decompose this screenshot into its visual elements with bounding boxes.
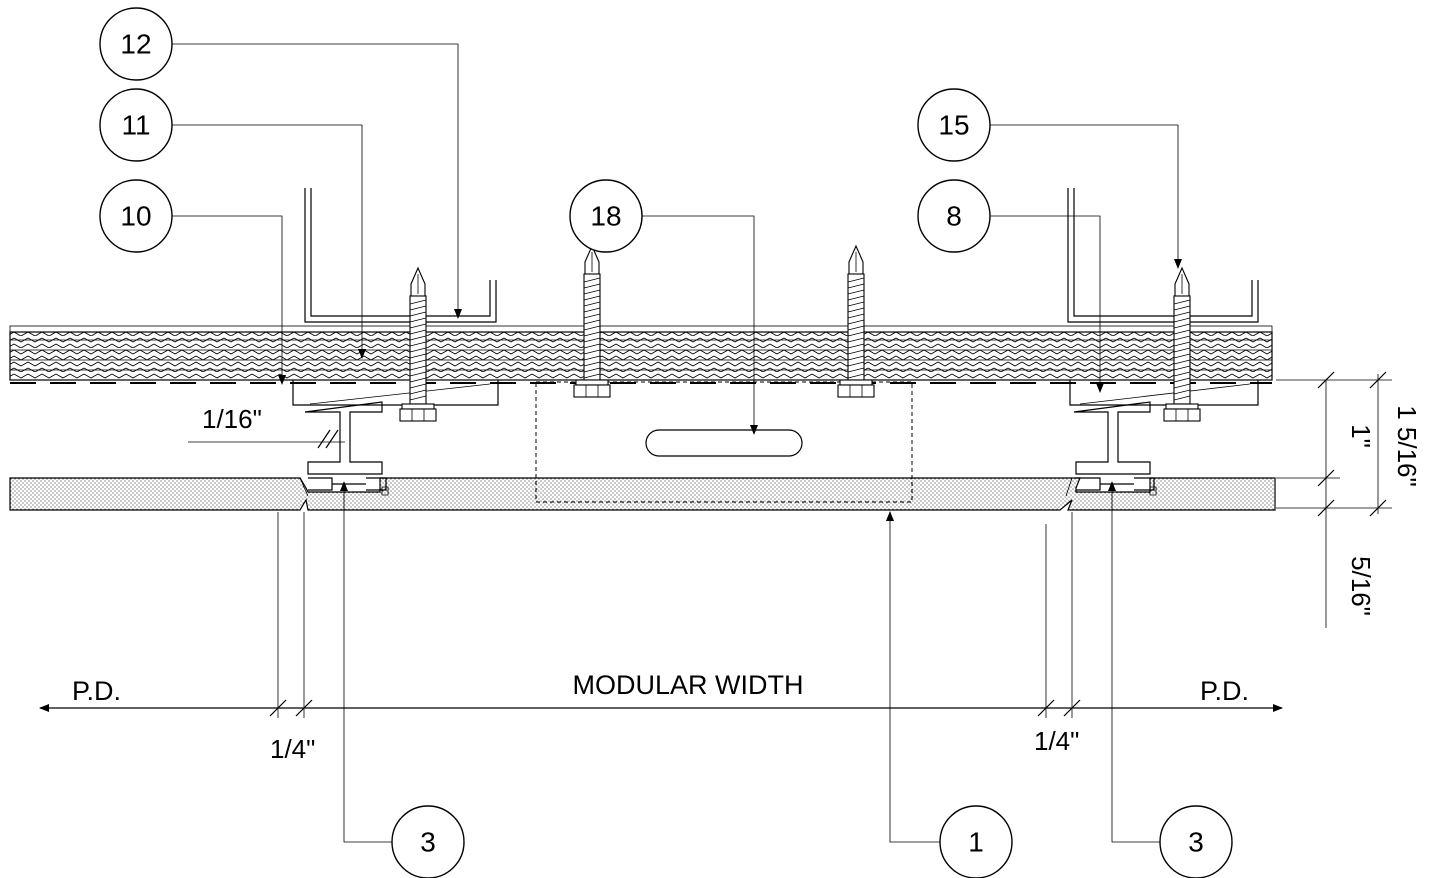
- module-dimension-line: [39, 512, 1283, 718]
- clip-plate-left: [292, 380, 499, 406]
- callout-1: 1: [939, 805, 1013, 878]
- callout-18: 18: [569, 179, 643, 253]
- svg-text:8: 8: [946, 201, 962, 232]
- svg-text:12: 12: [120, 29, 151, 60]
- tee-grid-left: [304, 401, 389, 496]
- screw-left: [399, 266, 437, 422]
- vertical-dimension-lines: [1276, 371, 1392, 628]
- dimension-5-16-inch: 5/16": [1346, 556, 1376, 616]
- insulation-board: [9, 325, 1273, 381]
- screw-group: [399, 244, 1201, 422]
- pd-label-left: P.D.: [72, 676, 121, 706]
- screw-right: [1163, 266, 1201, 422]
- svg-text:3: 3: [420, 827, 436, 858]
- callout-8: 8: [917, 179, 991, 253]
- svg-text:3: 3: [1188, 827, 1204, 858]
- gap-dimension-right: 1/4": [1034, 726, 1079, 756]
- ceiling-panel: [9, 477, 1276, 511]
- screw-center-left: [573, 244, 611, 398]
- callout-3-right: 3: [1159, 805, 1233, 878]
- callout-12: 12: [99, 7, 173, 81]
- reveal-dimension: 1/16": [188, 404, 345, 449]
- dimension-1-inch: 1": [1346, 424, 1376, 448]
- svg-text:10: 10: [120, 201, 151, 232]
- clip-plate-right: [1069, 380, 1259, 406]
- tee-grid-right: [1073, 401, 1157, 496]
- svg-text:1/16": 1/16": [202, 404, 262, 434]
- modular-width-label: MODULAR WIDTH: [573, 670, 804, 700]
- svg-text:1: 1: [968, 827, 984, 858]
- callout-10: 10: [99, 179, 173, 253]
- access-panel-outline: [535, 381, 913, 503]
- channel-framing-right: [1067, 188, 1259, 323]
- leader-lines: [172, 43, 1182, 843]
- callout-15: 15: [917, 88, 991, 162]
- svg-text:11: 11: [121, 110, 150, 141]
- pd-label-right: P.D.: [1200, 676, 1249, 706]
- screw-center-right: [837, 244, 875, 398]
- svg-text:15: 15: [938, 110, 969, 141]
- dimension-1-5-16-inch: 1 5/16": [1392, 405, 1422, 487]
- gap-dimension-left: 1/4": [270, 734, 315, 764]
- channel-framing-left: [304, 188, 497, 323]
- ventilation-slot: [645, 429, 803, 457]
- callout-11: 11: [99, 88, 173, 162]
- callout-3-left: 3: [391, 805, 465, 878]
- svg-text:18: 18: [590, 201, 621, 232]
